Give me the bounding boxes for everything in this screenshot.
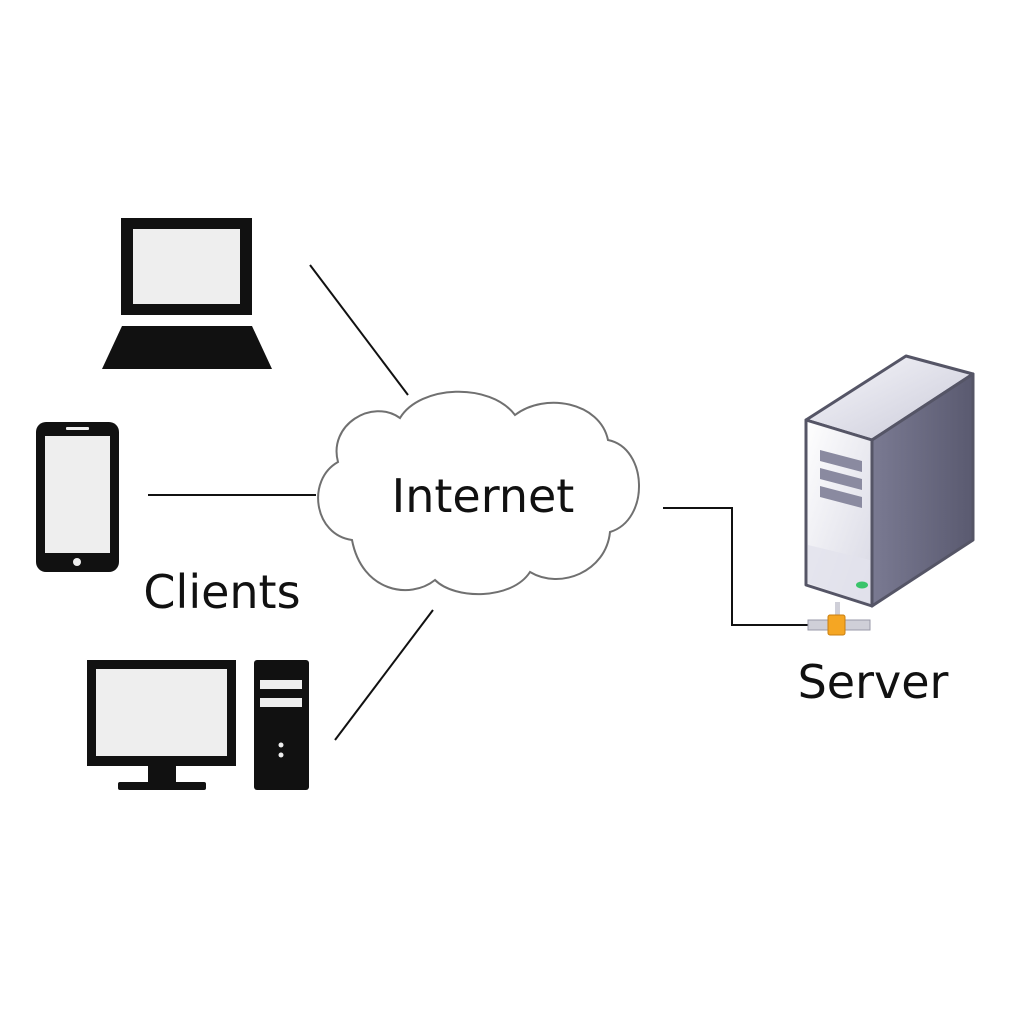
- connection-line-server: [663, 507, 808, 626]
- server-status-led: [856, 581, 868, 589]
- smartphone-icon: [36, 422, 119, 572]
- laptop-icon: [102, 218, 272, 369]
- internet-label: Internet: [392, 469, 575, 523]
- connection-line-laptop: [309, 264, 409, 396]
- desktop-computer-icon: [87, 660, 309, 790]
- clients-label: Clients: [143, 565, 300, 619]
- network-connector-icon: [827, 614, 846, 636]
- cloud-icon: Internet: [317, 390, 640, 596]
- server-label: Server: [798, 655, 949, 709]
- server-tower-icon: [804, 354, 975, 636]
- connection-line-desktop: [334, 609, 434, 741]
